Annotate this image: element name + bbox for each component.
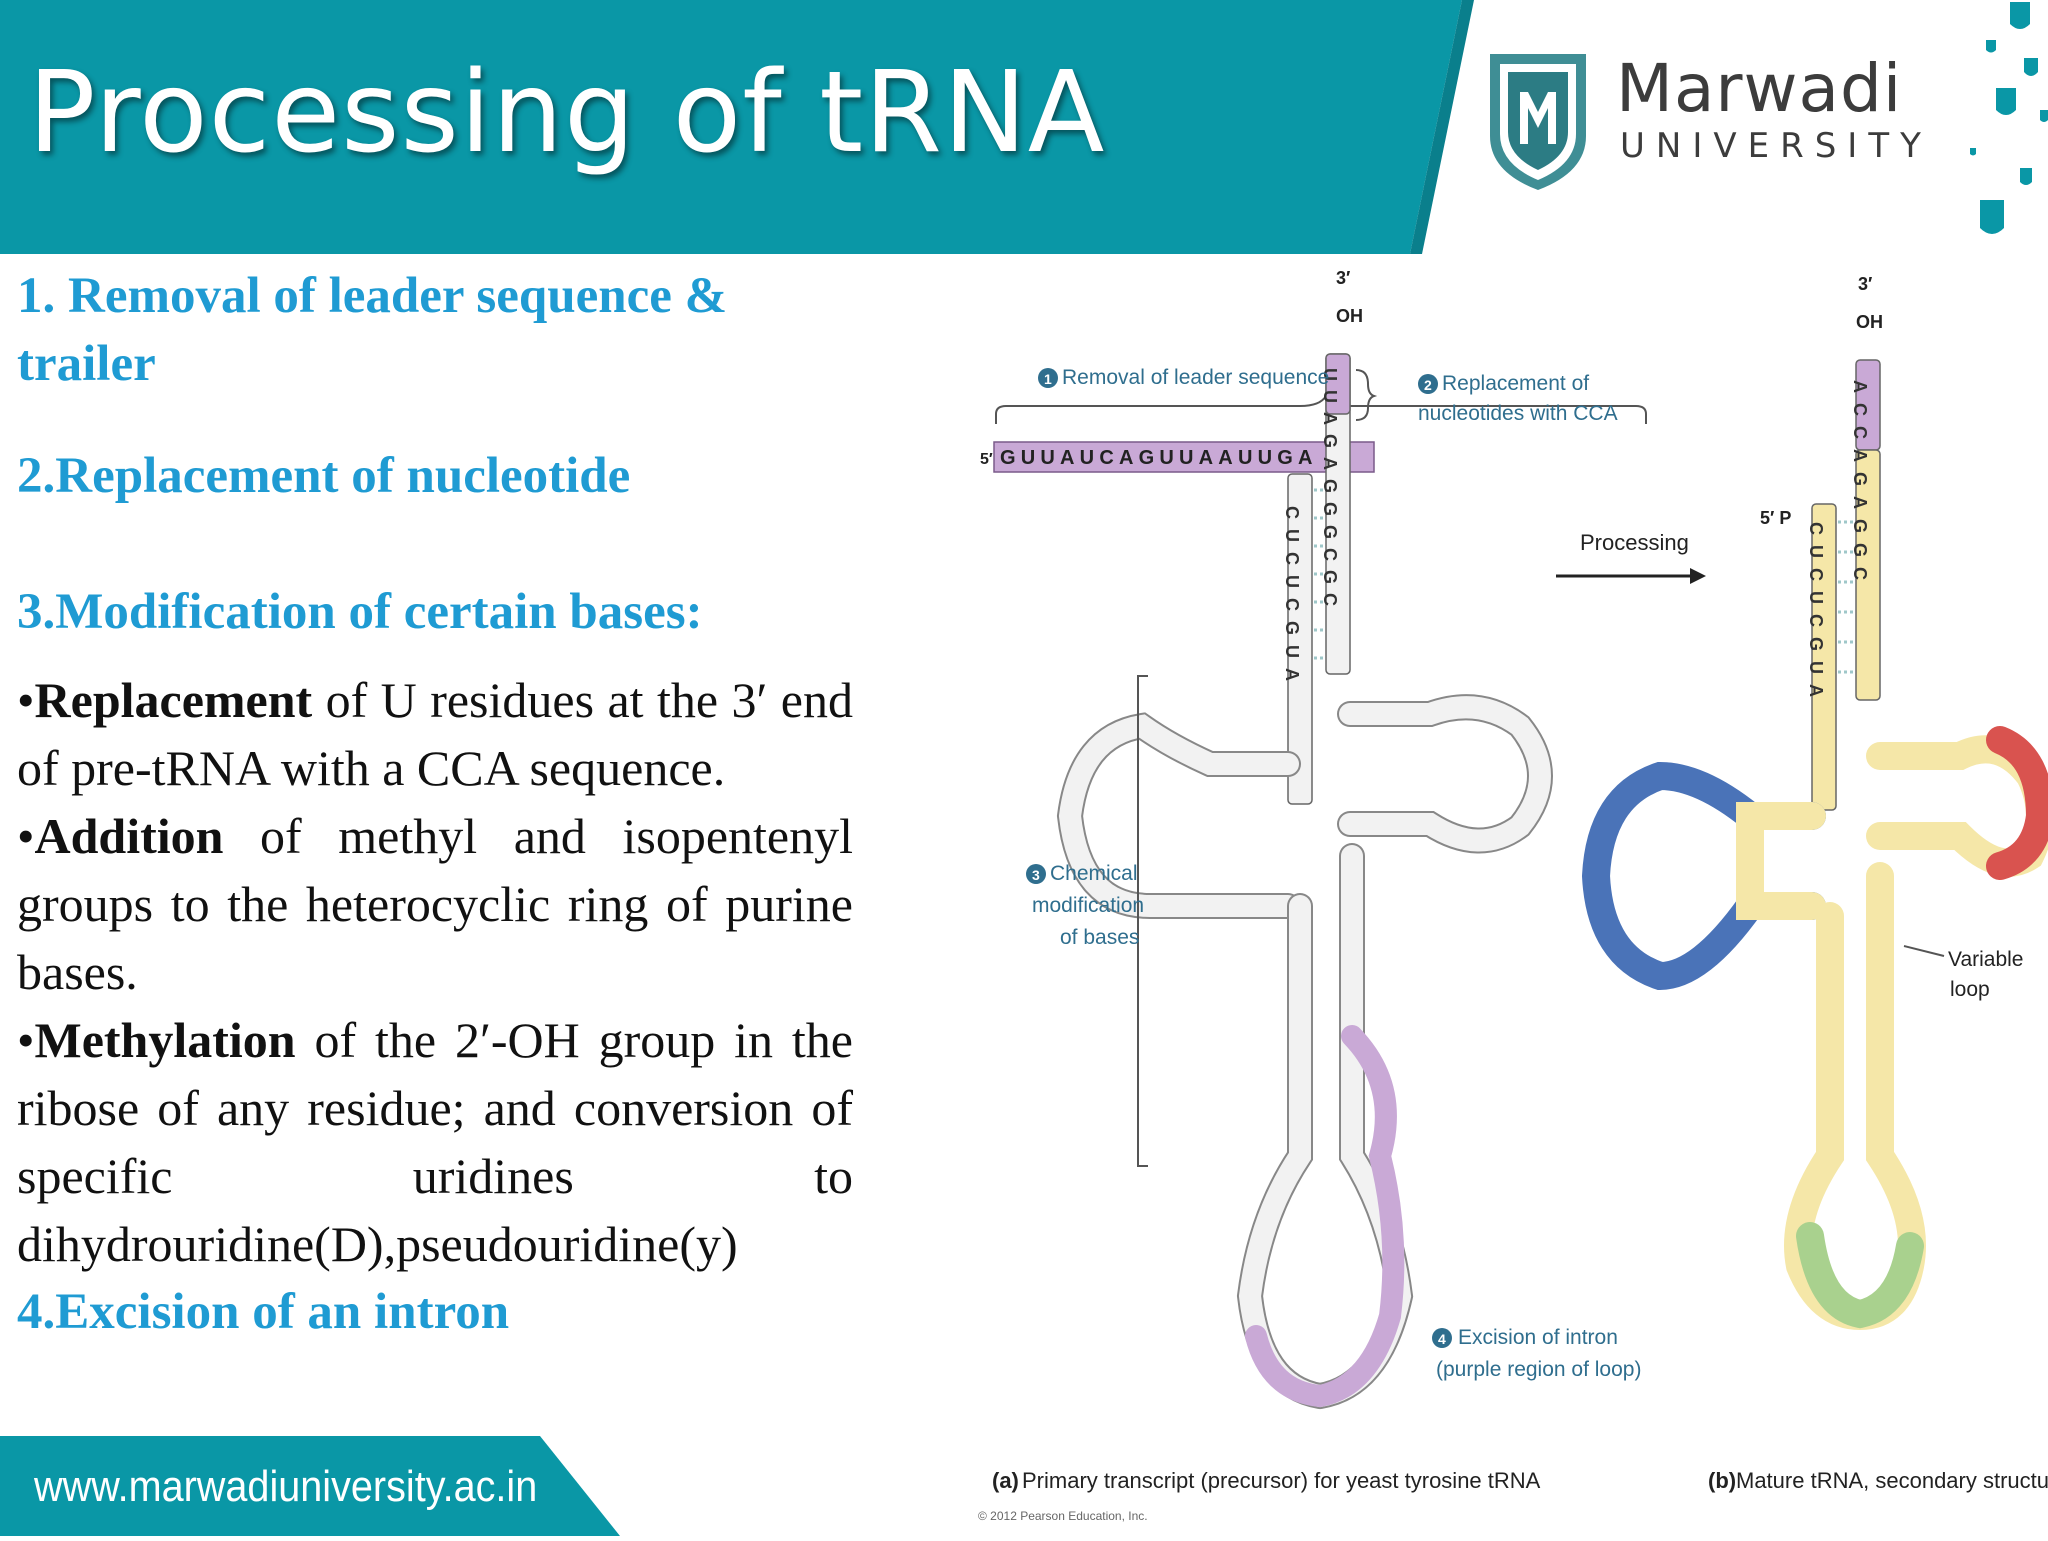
step-4-label-b: (purple region of loop) (1436, 1358, 1641, 1381)
step-1-label: Removal of leader sequence (1062, 366, 1329, 389)
precursor-5-strand (1287, 473, 1313, 805)
content-text: 1. Removal of leader sequence & trailer … (17, 262, 853, 1346)
variable-loop-label-b: loop (1950, 978, 1990, 1001)
brand-name: Marwadi (1616, 50, 1903, 127)
page-title: Processing of tRNA (28, 48, 1106, 178)
precursor-uu-trailer (1325, 353, 1351, 415)
brand-subtitle: UNIVERSITY (1620, 126, 1932, 166)
precursor-oh-label: OH (1336, 306, 1363, 326)
modification-bracket (1137, 675, 1148, 1167)
copyright-text: © 2012 Pearson Education, Inc. (978, 1509, 1148, 1523)
mature-anticodon-loop (1796, 1222, 1924, 1329)
processing-label: Processing (1580, 530, 1689, 555)
step-1-badge (1038, 368, 1058, 388)
shield-icon (1490, 54, 1586, 190)
mature-t-loop-mod (1986, 726, 2048, 880)
header-band (0, 0, 2048, 254)
trna-diagram: 5′ GUUAUCAGUUAAUUGA 3′ OH CUCUCGUA UUAGA… (978, 268, 2048, 1523)
step-3-badge (1026, 864, 1046, 884)
decorative-shields (1970, 2, 2048, 234)
footer-url-link[interactable]: www.marwadiuniversity.ac.in (34, 1462, 538, 1511)
precursor-intron-region (1245, 1025, 1405, 1408)
bullet-replacement-bold: Replacement (34, 672, 313, 728)
step-4-number: 4 (1438, 1331, 1446, 1347)
bullet-replacement: •Replacement of U residues at the 3′ end… (17, 672, 853, 796)
mature-5-stem-text: CUCUCGUA (1806, 522, 1826, 707)
step-3-heading: 3.Modification of certain bases: (17, 584, 703, 640)
precursor-3-stem-text: UUAGAGGGCGC (1320, 368, 1340, 615)
step-4-heading: 4.Excision of an intron (17, 1284, 510, 1340)
university-logo: Marwadi UNIVERSITY (1482, 44, 1922, 194)
step-3-label-c: of bases (1060, 926, 1139, 949)
precursor-5-stem-text: CUCUCGUA (1282, 506, 1302, 691)
mature-acceptor-pairs (1838, 520, 1856, 674)
leader-sequence-text: GUUAUCAGUUAAUUGA (1000, 447, 1318, 469)
bullet-methylation: •Methylation of the 2′-OH group in the r… (17, 1012, 853, 1272)
bullet-methylation-bold: Methylation (34, 1012, 296, 1068)
step-3-number: 3 (1032, 867, 1040, 883)
step-2-label-a: Replacement of (1442, 372, 1589, 395)
caption-b-prefix: (b) (1708, 1468, 1736, 1493)
cca-bracket (1355, 369, 1378, 421)
mature-oh-label: OH (1856, 312, 1883, 332)
caption-a: Primary transcript (precursor) for yeast… (1022, 1468, 1541, 1493)
precursor-acceptor-pairs (1314, 488, 1326, 660)
bullet-addition-text: of methyl and isopentenyl groups to the … (17, 808, 853, 1000)
step-1-heading: 1. Removal of leader sequence & trailer (17, 268, 728, 392)
bullet-replacement-text: of U residues at the 3′ end of pre-tRNA … (17, 672, 853, 796)
mature-5p-label: 5′ P (1760, 508, 1791, 528)
step-3-label-a: Chemical (1050, 862, 1138, 885)
mature-3-strand (1855, 449, 1881, 701)
step-2-number: 2 (1424, 377, 1432, 393)
mature-3-stem-text: ACCAGAGGC (1850, 380, 1870, 590)
step-2-label-b: nucleotides with CCA (1418, 402, 1618, 425)
variable-loop-pointer (1903, 945, 1945, 957)
step-2-badge (1418, 374, 1438, 394)
bullet-methylation-text: of the 2′-OH group in the ribose of any … (17, 1012, 853, 1272)
step-2-heading: 2.Replacement of nucleotide (17, 448, 631, 504)
step-1-number: 1 (1044, 371, 1052, 387)
bullet-addition: •Addition of methyl and isopentenyl grou… (17, 808, 853, 1000)
step-3-label-b: modification (1032, 894, 1144, 917)
leader-sequence-box (993, 441, 1375, 473)
precursor-5-prime-label: 5′ (980, 451, 993, 468)
caption-b: Mature tRNA, secondary structure (1736, 1468, 2048, 1493)
bullet-addition-bold: Addition (34, 808, 224, 864)
step-4-label-a: Excision of intron (1458, 1326, 1618, 1349)
variable-loop-label-a: Variable (1948, 948, 2024, 971)
mature-3-prime-label: 3′ (1858, 274, 1872, 294)
mature-d-arm (1581, 761, 1826, 991)
precursor-3-prime-label: 3′ (1336, 268, 1350, 288)
step-4-badge (1432, 1328, 1452, 1348)
arrow-head-icon (1690, 568, 1706, 584)
caption-a-prefix: (a) (992, 1468, 1019, 1493)
trna-processing-figure: 5′ GUUAUCAGUUAAUUGA 3′ OH CUCUCGUA UUAGA… (960, 256, 2048, 1536)
footer-band (0, 1436, 620, 1536)
